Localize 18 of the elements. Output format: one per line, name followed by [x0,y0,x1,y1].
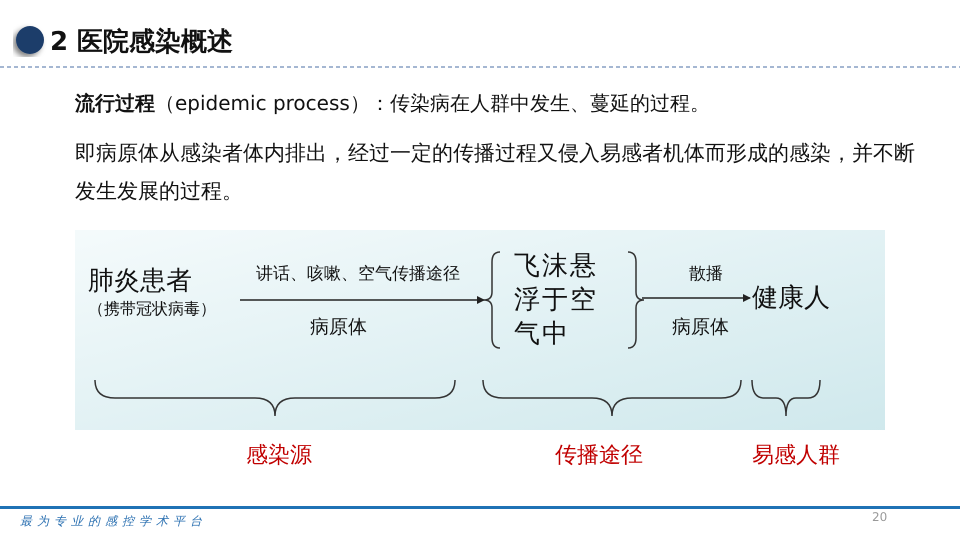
definition-text: 流行过程（epidemic process）：传染病在人群中发生、蔓延的过程。 [75,90,711,117]
slide-title: 2 医院感染概述 [50,26,234,59]
pathogen-label: 病原体 [310,315,367,340]
arrow [642,294,751,302]
category-label: 传播途径 [555,442,643,470]
arrow [240,296,485,304]
node-label: 肺炎患者 [88,265,193,298]
footer-slogan: 最为专业的感控学术平台 [20,513,207,530]
edge-label: 散播 [688,263,724,285]
category-label: 感染源 [246,442,312,470]
node-note: （携带冠状病毒） [88,298,217,320]
node-label: 飞沫悬浮于空气中 [514,250,599,351]
page-number: 20 [872,510,888,524]
edge-label: 讲话、咳嗽、空气传播途径 [255,263,461,285]
definition-text: 即病原体从感染者体内排出，经过一定的传播过程又侵入易感者机体而形成的感染，并不断发生发展的过程。 [75,140,916,205]
category-label: 易感人群 [752,442,840,470]
pathogen-label: 病原体 [672,315,729,340]
node-label: 健康人 [752,282,831,315]
